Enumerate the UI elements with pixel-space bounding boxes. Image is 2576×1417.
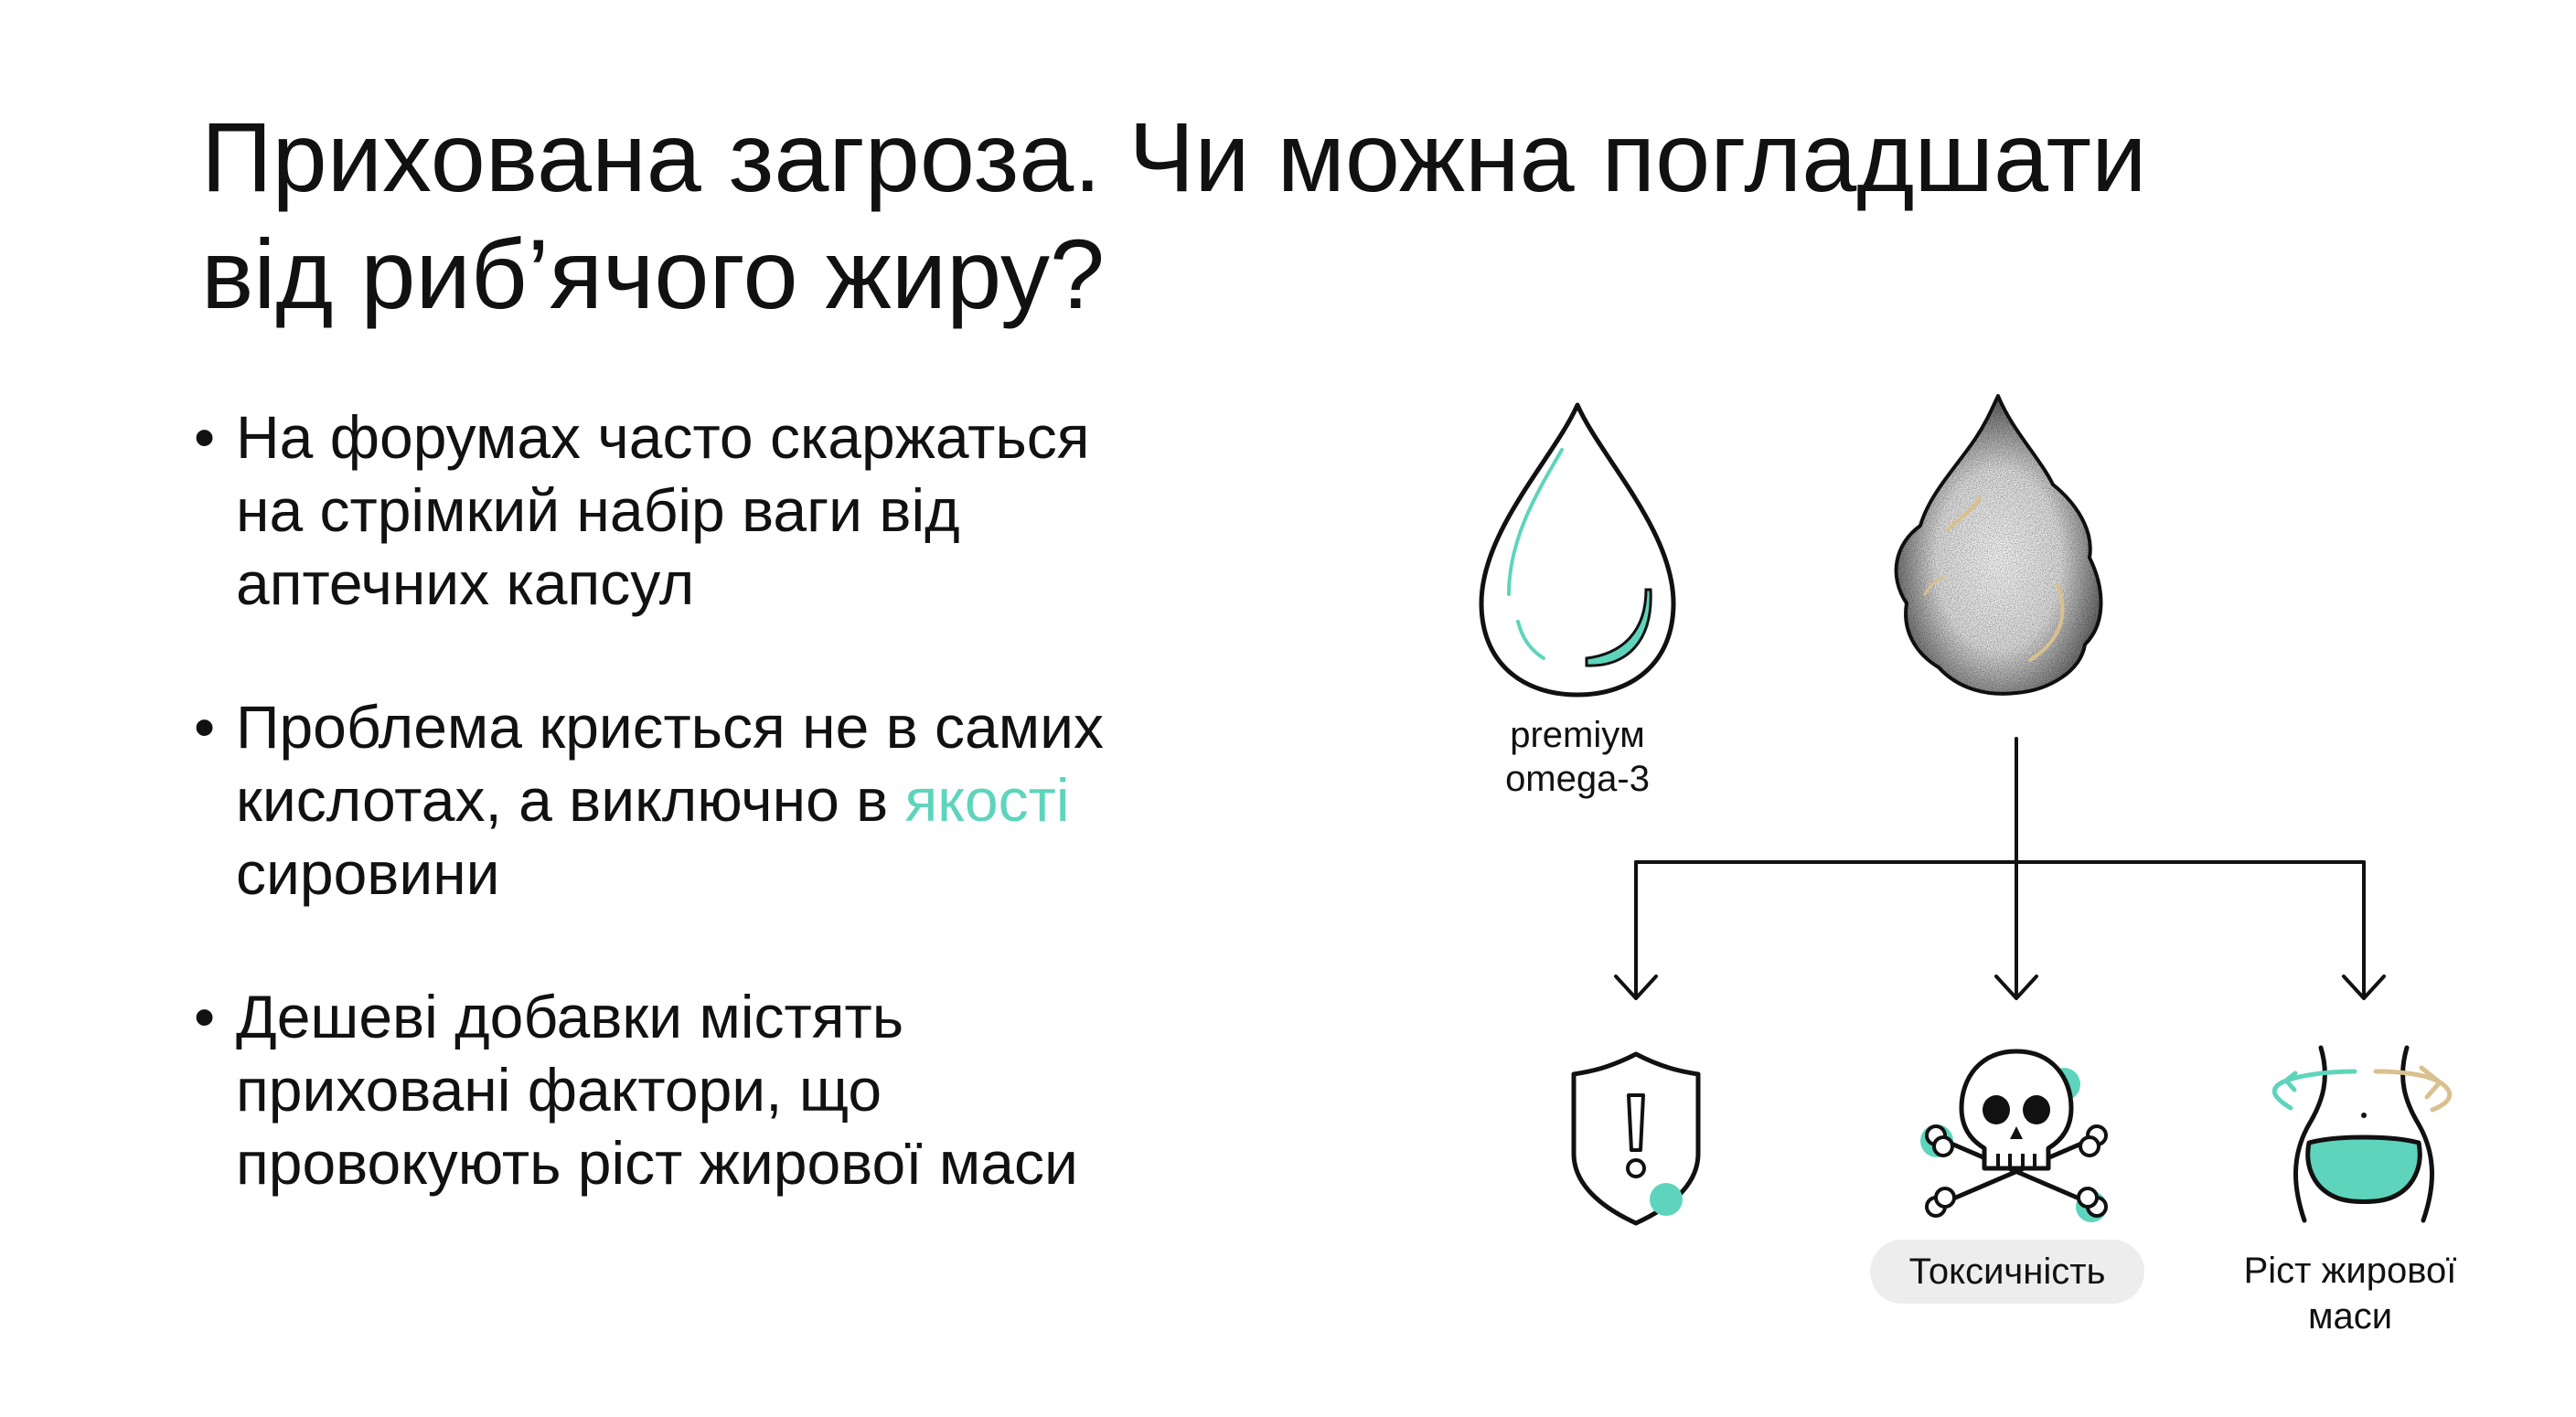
contaminated-oil-drop-icon	[1894, 394, 2103, 696]
bullet-marker: •	[194, 693, 216, 761]
bullet-item-cheap-supplements: • Дешеві добавки містять приховані факто…	[194, 980, 1328, 1199]
bullet-text-line: кислотах, а виключно в якості	[236, 763, 1328, 836]
fat-label-line-1: Ріст жирової	[2243, 1251, 2457, 1291]
bullet-item-forums: • На форумах часто скаржаться на стрімки…	[194, 400, 1328, 620]
arrow-down-icon	[2342, 975, 2386, 1000]
bullet-text-line: сировини	[236, 839, 500, 907]
title-line-2: від риб’ячого жиру?	[201, 218, 1106, 329]
toxicity-label: Токсичність	[1870, 1240, 2144, 1304]
skull-crossbones-icon	[1920, 1049, 2108, 1222]
bullet-list: • На форумах часто скаржаться на стрімки…	[194, 400, 1328, 1270]
bullet-text-line: Дешеві добавки містять	[236, 983, 904, 1050]
bullet-text-line: провокують ріст жирової маси	[236, 1129, 1078, 1197]
bullet-text-line: на стрімкий набір ваги від	[236, 476, 960, 544]
bullet-text-line: Проблема криється не в самих	[236, 693, 1104, 761]
premium-label-line-1: premiyм	[1510, 715, 1645, 755]
warning-shield-icon	[1571, 1051, 1701, 1226]
fat-label-line-2: маси	[2307, 1296, 2393, 1337]
bullet-text-line: На форумах часто скаржаться	[236, 403, 1090, 471]
bullet-item-quality: • Проблема криється не в самих кислотах,…	[194, 690, 1328, 910]
bullet-text-line: аптечних капсул	[236, 549, 695, 617]
arrow-down-icon	[1994, 975, 2038, 1000]
highlighted-word-quality: якості	[904, 766, 1070, 834]
slide-title: Прихована загроза. Чи можна погладшати в…	[201, 99, 2442, 333]
arrow-down-icon	[1614, 975, 1658, 1000]
connector-lines	[1634, 737, 2366, 998]
waist-fat-icon	[2272, 1045, 2453, 1223]
title-line-1: Прихована загроза. Чи можна погладшати	[201, 101, 2147, 212]
bullet-text-prefix: кислотах, а виключно в	[236, 766, 905, 834]
premium-label-line-2: omega-3	[1505, 759, 1650, 799]
fat-growth-label: Ріст жирової маси	[2195, 1248, 2506, 1339]
bullet-marker: •	[194, 983, 216, 1050]
clean-oil-drop-icon	[1479, 402, 1676, 698]
bullet-marker: •	[194, 403, 216, 471]
bullet-text-line: приховані фактори, що	[236, 1056, 882, 1124]
premium-omega3-label: premiyм omega-3	[1472, 713, 1683, 801]
